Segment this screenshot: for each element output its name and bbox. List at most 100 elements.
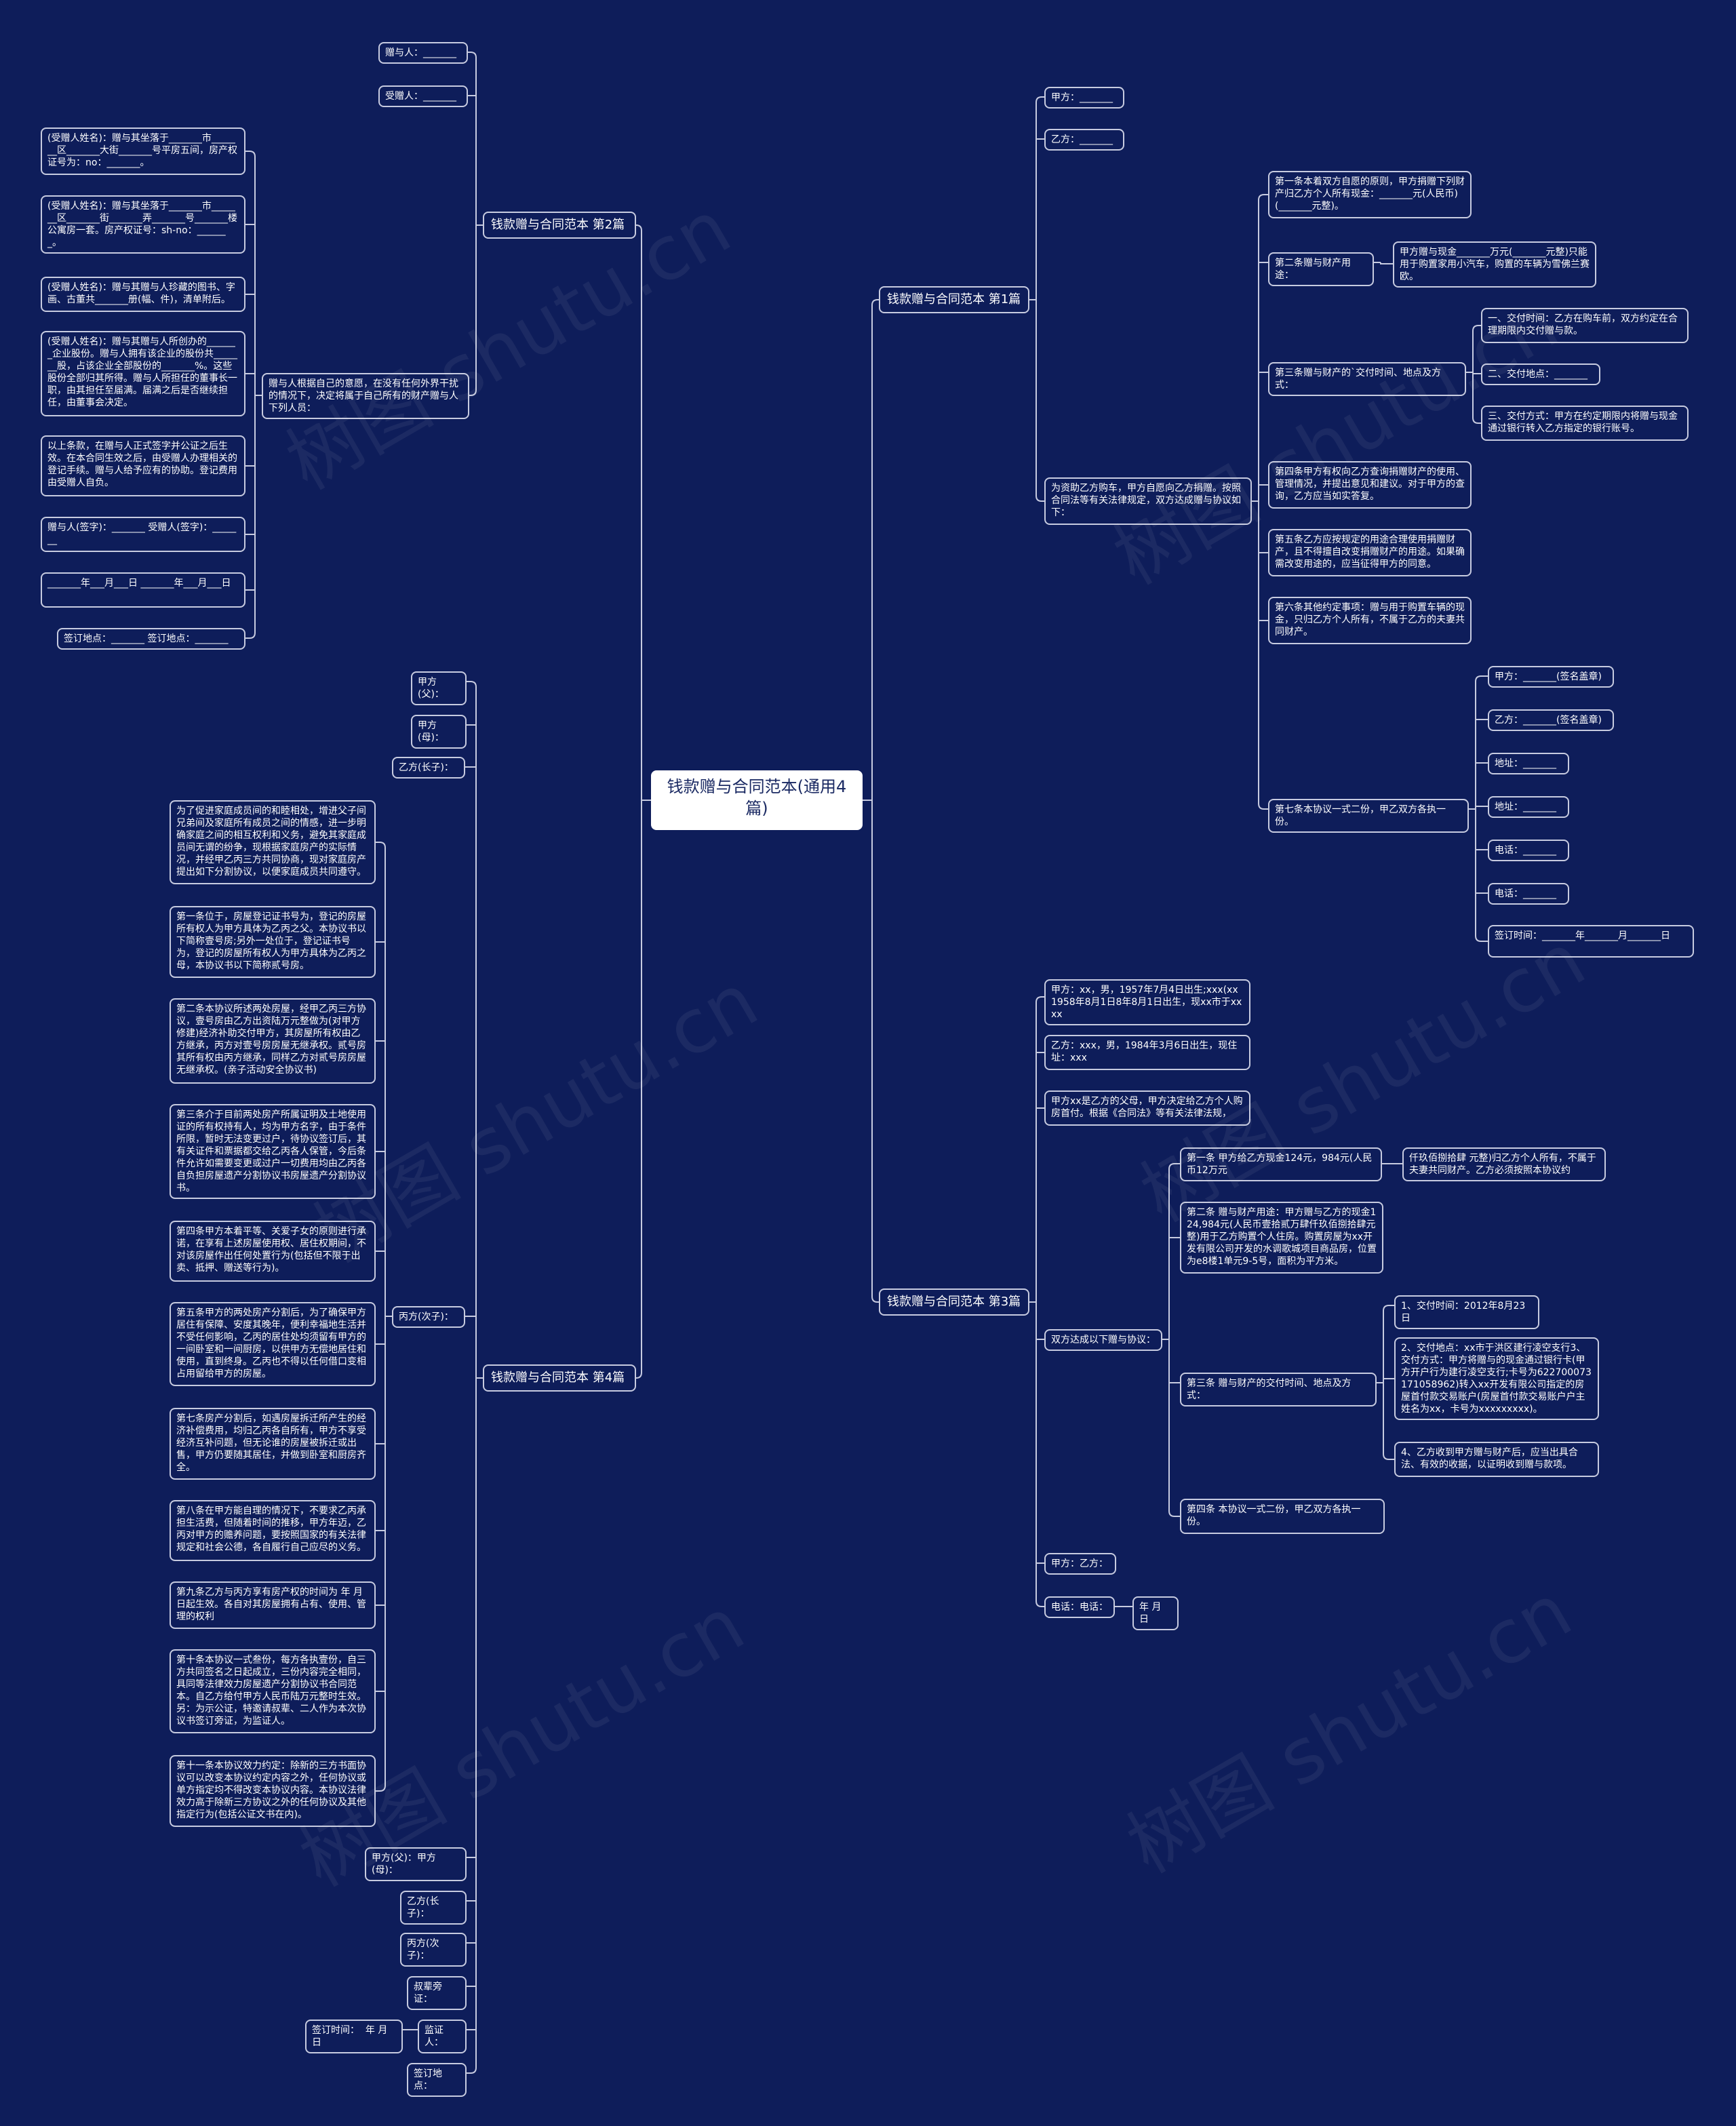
node-b3-date[interactable]: 年 月 日 bbox=[1132, 1596, 1179, 1630]
node-b2-c1[interactable]: (受赠人姓名)：赠与其坐落于_______市_______区_______大街_… bbox=[41, 127, 245, 175]
connector-line bbox=[1035, 996, 1044, 1003]
node-b1-yi[interactable]: 乙方：_______ bbox=[1044, 129, 1124, 151]
node-b4-c8[interactable]: 第八条在甲方能自理的情况下，不要求乙丙承担生活费，但随着时间的推移，甲方年迈，乙… bbox=[170, 1500, 376, 1561]
node-b1-a7-c4[interactable]: 地址：_______ bbox=[1488, 796, 1569, 818]
node-b3-jia[interactable]: 甲方：xx，男，1957年7月4日出生;xxx(xx1958年8月1日8年8月1… bbox=[1044, 979, 1250, 1025]
node-b4-sig1[interactable]: 甲方(父)：甲方(母)： bbox=[365, 1847, 467, 1881]
node-b3[interactable]: 钱款赠与合同范本 第3篇 bbox=[879, 1288, 1029, 1316]
node-b1-a1[interactable]: 第一条本着双方自愿的原则，甲方捐赠下列财产归乙方个人所有现金：_______元(… bbox=[1268, 171, 1472, 218]
node-b3-a1[interactable]: 第一条 甲方给乙方现金124元，984元(人民币12万元 bbox=[1180, 1147, 1382, 1181]
connector-line bbox=[376, 1785, 386, 1792]
node-b2-c8[interactable]: 签订地点：_______ 签订地点：_______ bbox=[57, 628, 245, 650]
node-b3-agree[interactable]: 双方达成以下赠与协议： bbox=[1044, 1329, 1162, 1351]
node-b4-mu[interactable]: 甲方(母)： bbox=[411, 715, 467, 749]
node-b1-a3-c1[interactable]: 一、交付时间：乙方在购车前，双方约定在合理期限内交付赠与款。 bbox=[1481, 308, 1689, 343]
node-b1-a3-c2[interactable]: 二、交付地点：_______ bbox=[1481, 363, 1600, 385]
node-b2-zy[interactable]: 赠与人：_______ bbox=[378, 42, 468, 64]
node-b4-sig5-c[interactable]: 签订时间： 年 月 日 bbox=[305, 2020, 403, 2053]
node-b1-a6[interactable]: 第六条其他约定事项：赠与用于购置车辆的现金，只归乙方个人所有，不属于乙方的夫妻共… bbox=[1268, 597, 1472, 644]
node-b4-c10[interactable]: 第十条本协议一式叁份，每方各执壹份，自三方共同签名之日起成立，三份内容完全相同，… bbox=[170, 1649, 376, 1733]
connector-line bbox=[469, 389, 477, 396]
connector-line bbox=[468, 52, 477, 58]
node-b1-a7[interactable]: 第七条本协议一式二份，甲乙双方各执一份。 bbox=[1268, 799, 1469, 833]
node-b1-a7-c6[interactable]: 电话：_______ bbox=[1488, 883, 1569, 905]
connector-line bbox=[1035, 1600, 1044, 1607]
node-b3-a4[interactable]: 第四条 本协议一式二份，甲乙双方各执一份。 bbox=[1180, 1499, 1385, 1534]
node-b3-tel[interactable]: 电话：电话： bbox=[1044, 1596, 1115, 1618]
node-b1-intro[interactable]: 为资助乙方购车，甲方自愿向乙方捐赠。按照合同法等有关法律规定，双方达成赠与协议如… bbox=[1044, 477, 1252, 525]
node-b4-c5[interactable]: 第四条甲方本着平等、关爱子女的原则进行承诺，在享有上述房屋使用权、居住权期间，不… bbox=[170, 1221, 376, 1282]
node-b1-a3-c3[interactable]: 三、交付方式：甲方在约定期限内将赠与现金通过银行转入乙方指定的银行账号。 bbox=[1481, 406, 1689, 441]
node-b1-a7-c1[interactable]: 甲方：_______(签名盖章) bbox=[1488, 666, 1614, 688]
node-b1-a7-c3[interactable]: 地址：_______ bbox=[1488, 753, 1569, 774]
node-b4-sig5[interactable]: 监证人： bbox=[418, 2020, 467, 2053]
node-b4-c3[interactable]: 第二条本协议所述两处房屋，经甲乙丙三方协议，壹号房由乙方出资陆万元整做为(对甲方… bbox=[170, 998, 376, 1084]
node-b3-a3-c3[interactable]: 4、乙方收到甲方赠与财产后，应当出具合法、有效的收据，以证明收到赠与款项。 bbox=[1394, 1442, 1599, 1477]
node-b3-fz[interactable]: 甲方xx是乙方的父母，甲方决定给乙方个人购房首付。根据《合同法》等有关法律法规， bbox=[1044, 1090, 1250, 1126]
connector-line bbox=[1168, 1163, 1180, 1170]
connector-line bbox=[1383, 1305, 1394, 1312]
connector-line bbox=[1168, 1510, 1180, 1517]
node-b4-c11[interactable]: 第十一条本协议效力约定：除新的三方书面协议可以改变本协议约定内容之外，任何协议或… bbox=[170, 1755, 376, 1827]
connector-line bbox=[635, 224, 642, 231]
node-b4-c2[interactable]: 第一条位于，房屋登记证书号为，登记的房屋所有权人为甲方具体为乙丙之父。本协议书以… bbox=[170, 906, 376, 978]
connector-line bbox=[871, 1296, 879, 1303]
connector-line bbox=[635, 1372, 642, 1379]
node-b1-a2-c[interactable]: 甲方赠与现金_______万元(_______元整)只能用于购置家用小汽车，购置… bbox=[1393, 241, 1596, 288]
node-b1-jia[interactable]: 甲方：_______ bbox=[1044, 87, 1124, 109]
connector-line bbox=[1472, 417, 1481, 424]
root-topic[interactable]: 钱款赠与合同范本(通用4篇) bbox=[651, 770, 863, 830]
node-b2-c6[interactable]: 赠与人(签字)：_______ 受赠人(签字)：_______ bbox=[41, 517, 245, 552]
node-b3-a2[interactable]: 第二条 赠与财产用途：甲方赠与乙方的现金124,984元(人民币壹拾贰万肆仟玖佰… bbox=[1180, 1202, 1383, 1274]
node-b4-c7[interactable]: 第七条房产分割后，如遇房屋拆迁所产生的经济补偿费用，均归乙丙各自所有，甲方不享受… bbox=[170, 1408, 376, 1480]
node-b3-a3-c1[interactable]: 1、交付时间：2012年8月23日 bbox=[1394, 1295, 1539, 1329]
node-b4-zhang[interactable]: 乙方(长子)： bbox=[392, 757, 465, 779]
connector-line bbox=[376, 842, 386, 848]
node-b2-c3[interactable]: (受赠人姓名)：赠与其赠与人珍藏的图书、字画、古董共_______册(幅、件)，… bbox=[41, 277, 245, 312]
node-b3-a3-c2[interactable]: 2、交付地点：xx市于洪区建行凌空支行3、交付方式：甲方将赠与的现金通过银行卡(… bbox=[1394, 1337, 1599, 1420]
node-b1-a5[interactable]: 第五条乙方应按规定的用途合理使用捐赠财产，且不得擅自改变捐赠财产的用途。如果确需… bbox=[1268, 529, 1472, 576]
node-b2[interactable]: 钱款赠与合同范本 第2篇 bbox=[483, 212, 636, 239]
node-b2-c7[interactable]: _______年___月___日 _______年___月___日 bbox=[41, 572, 245, 608]
node-b3-a1-c[interactable]: 仟玖佰捌拾肆 元整)归乙方个人所有，不属于夫妻共同财产。乙方必须按照本协议约 bbox=[1402, 1147, 1606, 1181]
connector-line bbox=[1035, 495, 1044, 502]
node-b4-fu[interactable]: 甲方(父)： bbox=[411, 671, 467, 705]
node-b4[interactable]: 钱款赠与合同范本 第4篇 bbox=[483, 1364, 636, 1392]
node-b1[interactable]: 钱款赠与合同范本 第1篇 bbox=[879, 286, 1029, 313]
node-b1-a7-c2[interactable]: 乙方：_______(签名盖章) bbox=[1488, 709, 1614, 731]
node-b1-a2[interactable]: 第二条赠与财产用途： bbox=[1268, 252, 1374, 286]
connector-line bbox=[245, 151, 256, 157]
connector-line bbox=[467, 681, 477, 688]
connector-line bbox=[1475, 675, 1488, 682]
node-b4-sig3[interactable]: 丙方(次子)： bbox=[400, 1933, 467, 1967]
node-b4-sig2[interactable]: 乙方(长子)： bbox=[400, 1891, 467, 1925]
node-b1-a7-c5[interactable]: 电话：_______ bbox=[1488, 840, 1569, 861]
connector-line bbox=[1380, 262, 1393, 264]
node-b4-ci[interactable]: 丙方(次子)： bbox=[392, 1306, 465, 1328]
connector-line bbox=[1475, 935, 1488, 942]
node-b2-c2[interactable]: (受赠人姓名)：赠与其坐落于_______市_______区_______街__… bbox=[41, 195, 245, 254]
node-b4-sig6[interactable]: 签订地点： bbox=[407, 2063, 467, 2097]
node-b1-a4[interactable]: 第四条甲方有权向乙方查询捐赠财产的使用、管理情况，并提出意见和建议。对于甲方的查… bbox=[1268, 461, 1472, 509]
connector-line bbox=[245, 632, 256, 639]
node-b2-c5[interactable]: 以上条款，在赠与人正式签字并公证之后生效。在本合同生效之后，由受赠人办理相关的登… bbox=[41, 435, 245, 496]
connector-line bbox=[467, 2067, 477, 2074]
node-b3-a3[interactable]: 第三条 赠与财产的交付时间、地点及方式： bbox=[1180, 1373, 1377, 1406]
node-b4-c4[interactable]: 第三条介于目前两处房产所属证明及土地使用证的所有权持有人，均为甲方名字，由于条件… bbox=[170, 1104, 376, 1199]
connector-line bbox=[1258, 194, 1268, 201]
connector-line bbox=[1258, 803, 1268, 810]
node-b2-intro[interactable]: 赠与人根据自己的意愿，在没有任何外界干扰的情况下，决定将属于自己所有的财产赠与人… bbox=[262, 373, 469, 419]
node-b4-sig4[interactable]: 叔辈旁证： bbox=[407, 1976, 467, 2010]
node-b1-a7-c7[interactable]: 签订时间：_______年_______月_______日 bbox=[1488, 925, 1694, 958]
node-b4-c1[interactable]: 为了促进家庭成员间的和睦相处，增进父子间兄弟间及家庭所有成员之间的情感，进一步明… bbox=[170, 800, 376, 884]
node-b3-sign[interactable]: 甲方：乙方： bbox=[1044, 1553, 1116, 1575]
node-b2-c4[interactable]: (受赠人姓名)：赠与其赠与人所创办的_______企业股份。赠与人拥有该企业的股… bbox=[41, 331, 245, 416]
node-b1-a3[interactable]: 第三条赠与财产的`交付时间、地点及方式： bbox=[1268, 362, 1466, 396]
connector-line bbox=[1035, 96, 1044, 103]
node-b4-c9[interactable]: 第九条乙方与丙方享有房产权的时间为 年 月 日起生效。各自对其房屋拥有占有、使用… bbox=[170, 1581, 376, 1629]
node-b3-yi[interactable]: 乙方：xxx，男，1984年3月6日出生，现住址：xxx bbox=[1044, 1035, 1250, 1070]
node-b2-sz[interactable]: 受赠人：_______ bbox=[378, 85, 468, 107]
node-b4-c6[interactable]: 第五条甲方的两处房产分割后，为了确保甲方居住有保障、安度其晚年，便利幸福地生活并… bbox=[170, 1302, 376, 1386]
